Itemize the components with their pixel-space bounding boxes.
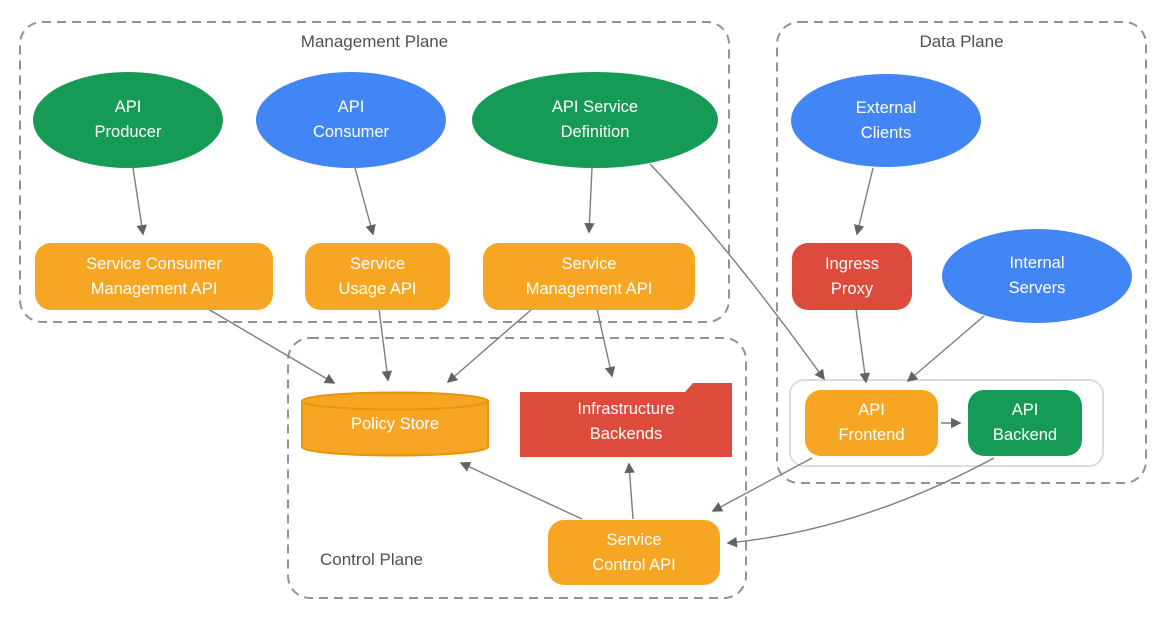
management-plane-label: Management Plane	[300, 32, 449, 51]
node-label-line: Ingress	[824, 254, 880, 273]
node-label-line: Definition	[560, 123, 630, 141]
node-label-line: Proxy	[830, 279, 874, 298]
control-plane-label: Control Plane	[320, 550, 424, 569]
edge-mgmt-to-policystore	[446, 308, 533, 384]
node-label-line: Policy Store	[350, 414, 440, 433]
node-api-frontend: API Frontend	[805, 390, 938, 456]
node-label-line: API	[114, 98, 142, 116]
edge-ingress-to-frontend	[855, 308, 870, 384]
node-label-line: Service	[606, 530, 662, 549]
infrastructure-backends-shape	[520, 383, 732, 457]
edge-sca-to-policystore	[459, 461, 583, 520]
node-label-line: Backends	[589, 425, 663, 443]
edge-sca-to-infrabackends	[624, 462, 635, 520]
node-label-line: Internal	[1009, 254, 1065, 272]
management-plane-box	[19, 21, 730, 323]
node-label-line: Service Consumer	[86, 254, 222, 273]
edge-backend-to-sca	[726, 457, 995, 548]
node-label-line: Backend	[992, 426, 1058, 444]
node-label-line: Consumer	[312, 123, 390, 141]
node-api-producer: API Producer	[33, 72, 223, 168]
node-service-consumer-management-api: Service Consumer Management API	[35, 243, 273, 310]
node-label-line: Management API	[90, 279, 218, 298]
node-policy-store-label: Policy Store	[302, 395, 488, 453]
edge-frontend-to-sca	[711, 457, 813, 512]
node-label-line: Usage API	[338, 279, 417, 298]
edge-consumer-to-usage	[354, 167, 376, 236]
data-plane-label: Data Plane	[919, 32, 1004, 51]
edge-scma-to-policystore	[207, 308, 336, 384]
node-service-control-api: Service Control API	[548, 520, 720, 585]
node-internal-servers: Internal Servers	[942, 229, 1132, 323]
node-label-line: Producer	[94, 123, 162, 141]
edge-producer-to-scma	[132, 167, 147, 236]
node-label-line: Servers	[1008, 279, 1066, 297]
edge-definition-to-frontend	[649, 163, 825, 381]
edge-externalclients-to-ingress	[854, 167, 874, 236]
node-label-line: External	[855, 98, 917, 117]
node-label-line: Infrastructure	[577, 400, 675, 418]
node-label-line: API	[858, 401, 885, 419]
policy-store-shape	[301, 391, 489, 457]
node-service-usage-api: Service Usage API	[305, 243, 450, 310]
node-label-line: Control API	[592, 555, 676, 574]
node-api-backend: API Backend	[968, 390, 1082, 456]
node-api-consumer: API Consumer	[256, 72, 446, 168]
node-label-line: Clients	[860, 123, 912, 142]
node-ingress-proxy: Ingress Proxy	[792, 243, 912, 310]
control-plane-box	[287, 337, 747, 599]
edge-definition-to-mgmt	[584, 167, 595, 234]
node-label-line: API Service	[551, 98, 639, 116]
node-service-management-api: Service Management API	[483, 243, 695, 310]
node-label-line: API	[337, 98, 365, 116]
node-label-line: Service	[349, 254, 406, 273]
node-external-clients: External Clients	[791, 74, 981, 167]
node-infrastructure-backends-label: Infrastructure Backends	[520, 390, 732, 454]
node-label-line: API	[1011, 401, 1039, 419]
node-label-line: Frontend	[838, 426, 905, 444]
node-label-line: Service	[561, 254, 617, 273]
node-label-line: Management API	[525, 279, 653, 298]
edge-mgmt-to-infrabackends	[596, 308, 616, 378]
edge-usage-to-policystore	[378, 308, 393, 382]
node-api-service-definition: API Service Definition	[472, 72, 718, 168]
edge-internalservers-to-frontend	[906, 315, 985, 383]
